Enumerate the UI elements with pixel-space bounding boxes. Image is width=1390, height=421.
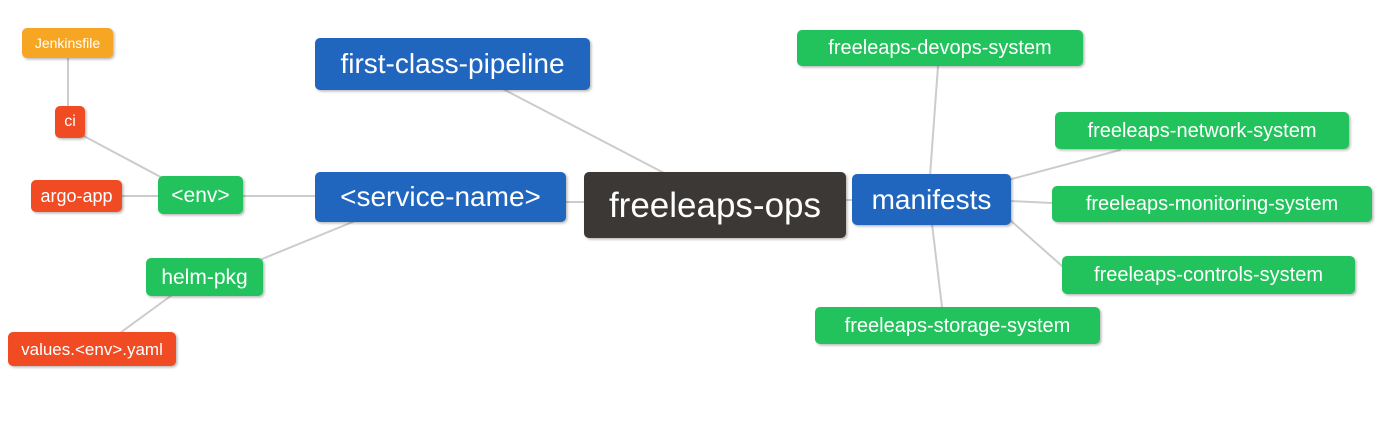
node-env[interactable]: <env>	[158, 176, 243, 214]
node-freeleaps-monitoring-system[interactable]: freeleaps-monitoring-system	[1052, 186, 1372, 222]
node-ci[interactable]: ci	[55, 106, 85, 138]
edge-manifests-devops-system	[929, 65, 939, 177]
node-helm-pkg[interactable]: helm-pkg	[146, 258, 263, 296]
node-freeleaps-ops[interactable]: freeleaps-ops	[584, 172, 846, 238]
node-freeleaps-network-system[interactable]: freeleaps-network-system	[1055, 112, 1349, 149]
node-service-name[interactable]: <service-name>	[315, 172, 566, 222]
edge-manifests-network-system	[1007, 149, 1121, 181]
edge-helm-pkg-values-env-yaml	[119, 294, 173, 334]
node-freeleaps-controls-system[interactable]: freeleaps-controls-system	[1062, 256, 1355, 294]
edge-manifests-storage-system	[931, 223, 943, 308]
node-freeleaps-devops-system[interactable]: freeleaps-devops-system	[797, 30, 1083, 66]
edge-ci-env	[79, 133, 171, 183]
node-manifests[interactable]: manifests	[852, 174, 1011, 225]
edge-first-class-pipeline-freeleaps-ops	[502, 88, 667, 175]
edge-manifests-monitoring-system	[1009, 200, 1053, 204]
edge-service-name-helm-pkg	[261, 220, 356, 260]
node-freeleaps-storage-system[interactable]: freeleaps-storage-system	[815, 307, 1100, 344]
node-argo-app[interactable]: argo-app	[31, 180, 122, 212]
node-values-env-yaml[interactable]: values.<env>.yaml	[8, 332, 176, 366]
node-first-class-pipeline[interactable]: first-class-pipeline	[315, 38, 590, 90]
edge-manifests-controls-system	[1009, 219, 1063, 267]
node-jenkinsfile[interactable]: Jenkinsfile	[22, 28, 113, 58]
